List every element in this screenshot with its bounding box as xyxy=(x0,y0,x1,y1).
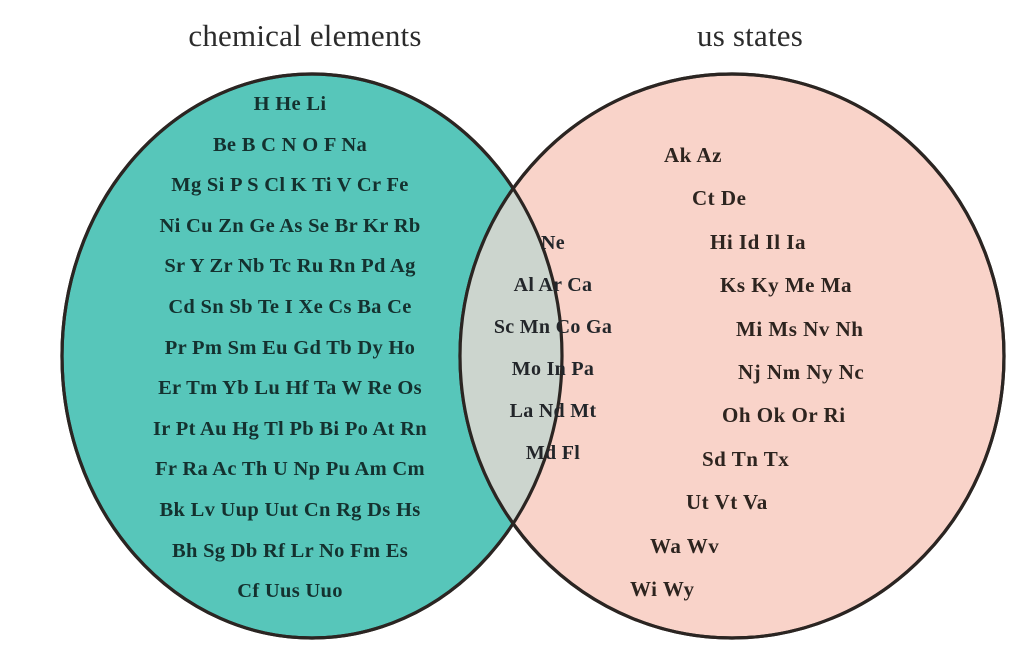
left-set-items: H He Li Be B C N O F Na Mg Si P S Cl K T… xyxy=(60,84,520,612)
right-item-row: Ks Ky Me Ma xyxy=(720,273,853,298)
right-item-row: Ut Vt Va xyxy=(686,490,768,515)
left-item-row: Be B C N O F Na xyxy=(212,133,368,156)
right-item-row: Wa Wv xyxy=(650,533,720,558)
left-item-row: Cf Uus Uuo xyxy=(237,580,343,603)
right-item-row: Ak Az xyxy=(664,143,722,167)
right-item-row: Nj Nm Ny Nc xyxy=(738,360,865,385)
right-item-row: Wi Wy xyxy=(630,577,695,602)
overlap-item-row: Mo In Pa xyxy=(511,358,595,380)
left-item-row: Pr Pm Sm Eu Gd Tb Dy Ho xyxy=(164,336,416,359)
left-item-row: Ni Cu Zn Ge As Se Br Kr Rb xyxy=(159,214,421,237)
left-item-row: Cd Sn Sb Te I Xe Cs Ba Ce xyxy=(168,295,412,318)
right-set-items: Ak Az Ct De Hi Id Il Ia Ks Ky Me Ma Mi M… xyxy=(612,134,972,611)
overlap-item-row: Al Ar Ca xyxy=(513,274,593,296)
left-set-title: chemical elements xyxy=(188,18,422,53)
overlap-items: Ne Al Ar Ca Sc Mn Co Ga Mo In Pa La Nd M… xyxy=(478,222,628,474)
right-set-outline xyxy=(458,72,1006,640)
left-item-row: Ir Pt Au Hg Tl Pb Bi Po At Rn xyxy=(153,417,427,440)
left-item-row: Fr Ra Ac Th U Np Pu Am Cm xyxy=(155,458,425,481)
left-set-outline xyxy=(60,72,564,640)
overlap-item-row: Ne xyxy=(541,232,565,254)
right-item-row: Hi Id Il Ia xyxy=(710,229,806,254)
left-item-row: Sr Y Zr Nb Tc Ru Rn Pd Ag xyxy=(164,255,416,278)
right-item-row: Mi Ms Nv Nh xyxy=(736,316,864,341)
right-item-row: Sd Tn Tx xyxy=(702,446,790,471)
right-set-title: us states xyxy=(697,18,803,53)
right-item-row: Oh Ok Or Ri xyxy=(722,403,846,428)
left-item-row: Bh Sg Db Rf Lr No Fm Es xyxy=(171,539,409,562)
overlap-item-row: Sc Mn Co Ga xyxy=(493,316,613,338)
left-item-row: H He Li xyxy=(253,93,327,115)
left-item-row: Er Tm Yb Lu Hf Ta W Re Os xyxy=(158,377,422,400)
left-item-row: Mg Si P S Cl K Ti V Cr Fe xyxy=(171,174,409,197)
right-item-row: Ct De xyxy=(692,186,747,211)
left-item-row: Bk Lv Uup Uut Cn Rg Ds Hs xyxy=(159,498,421,521)
overlap-item-row: La Nd Mt xyxy=(509,400,597,422)
overlap-item-row: Md Fl xyxy=(525,442,581,464)
